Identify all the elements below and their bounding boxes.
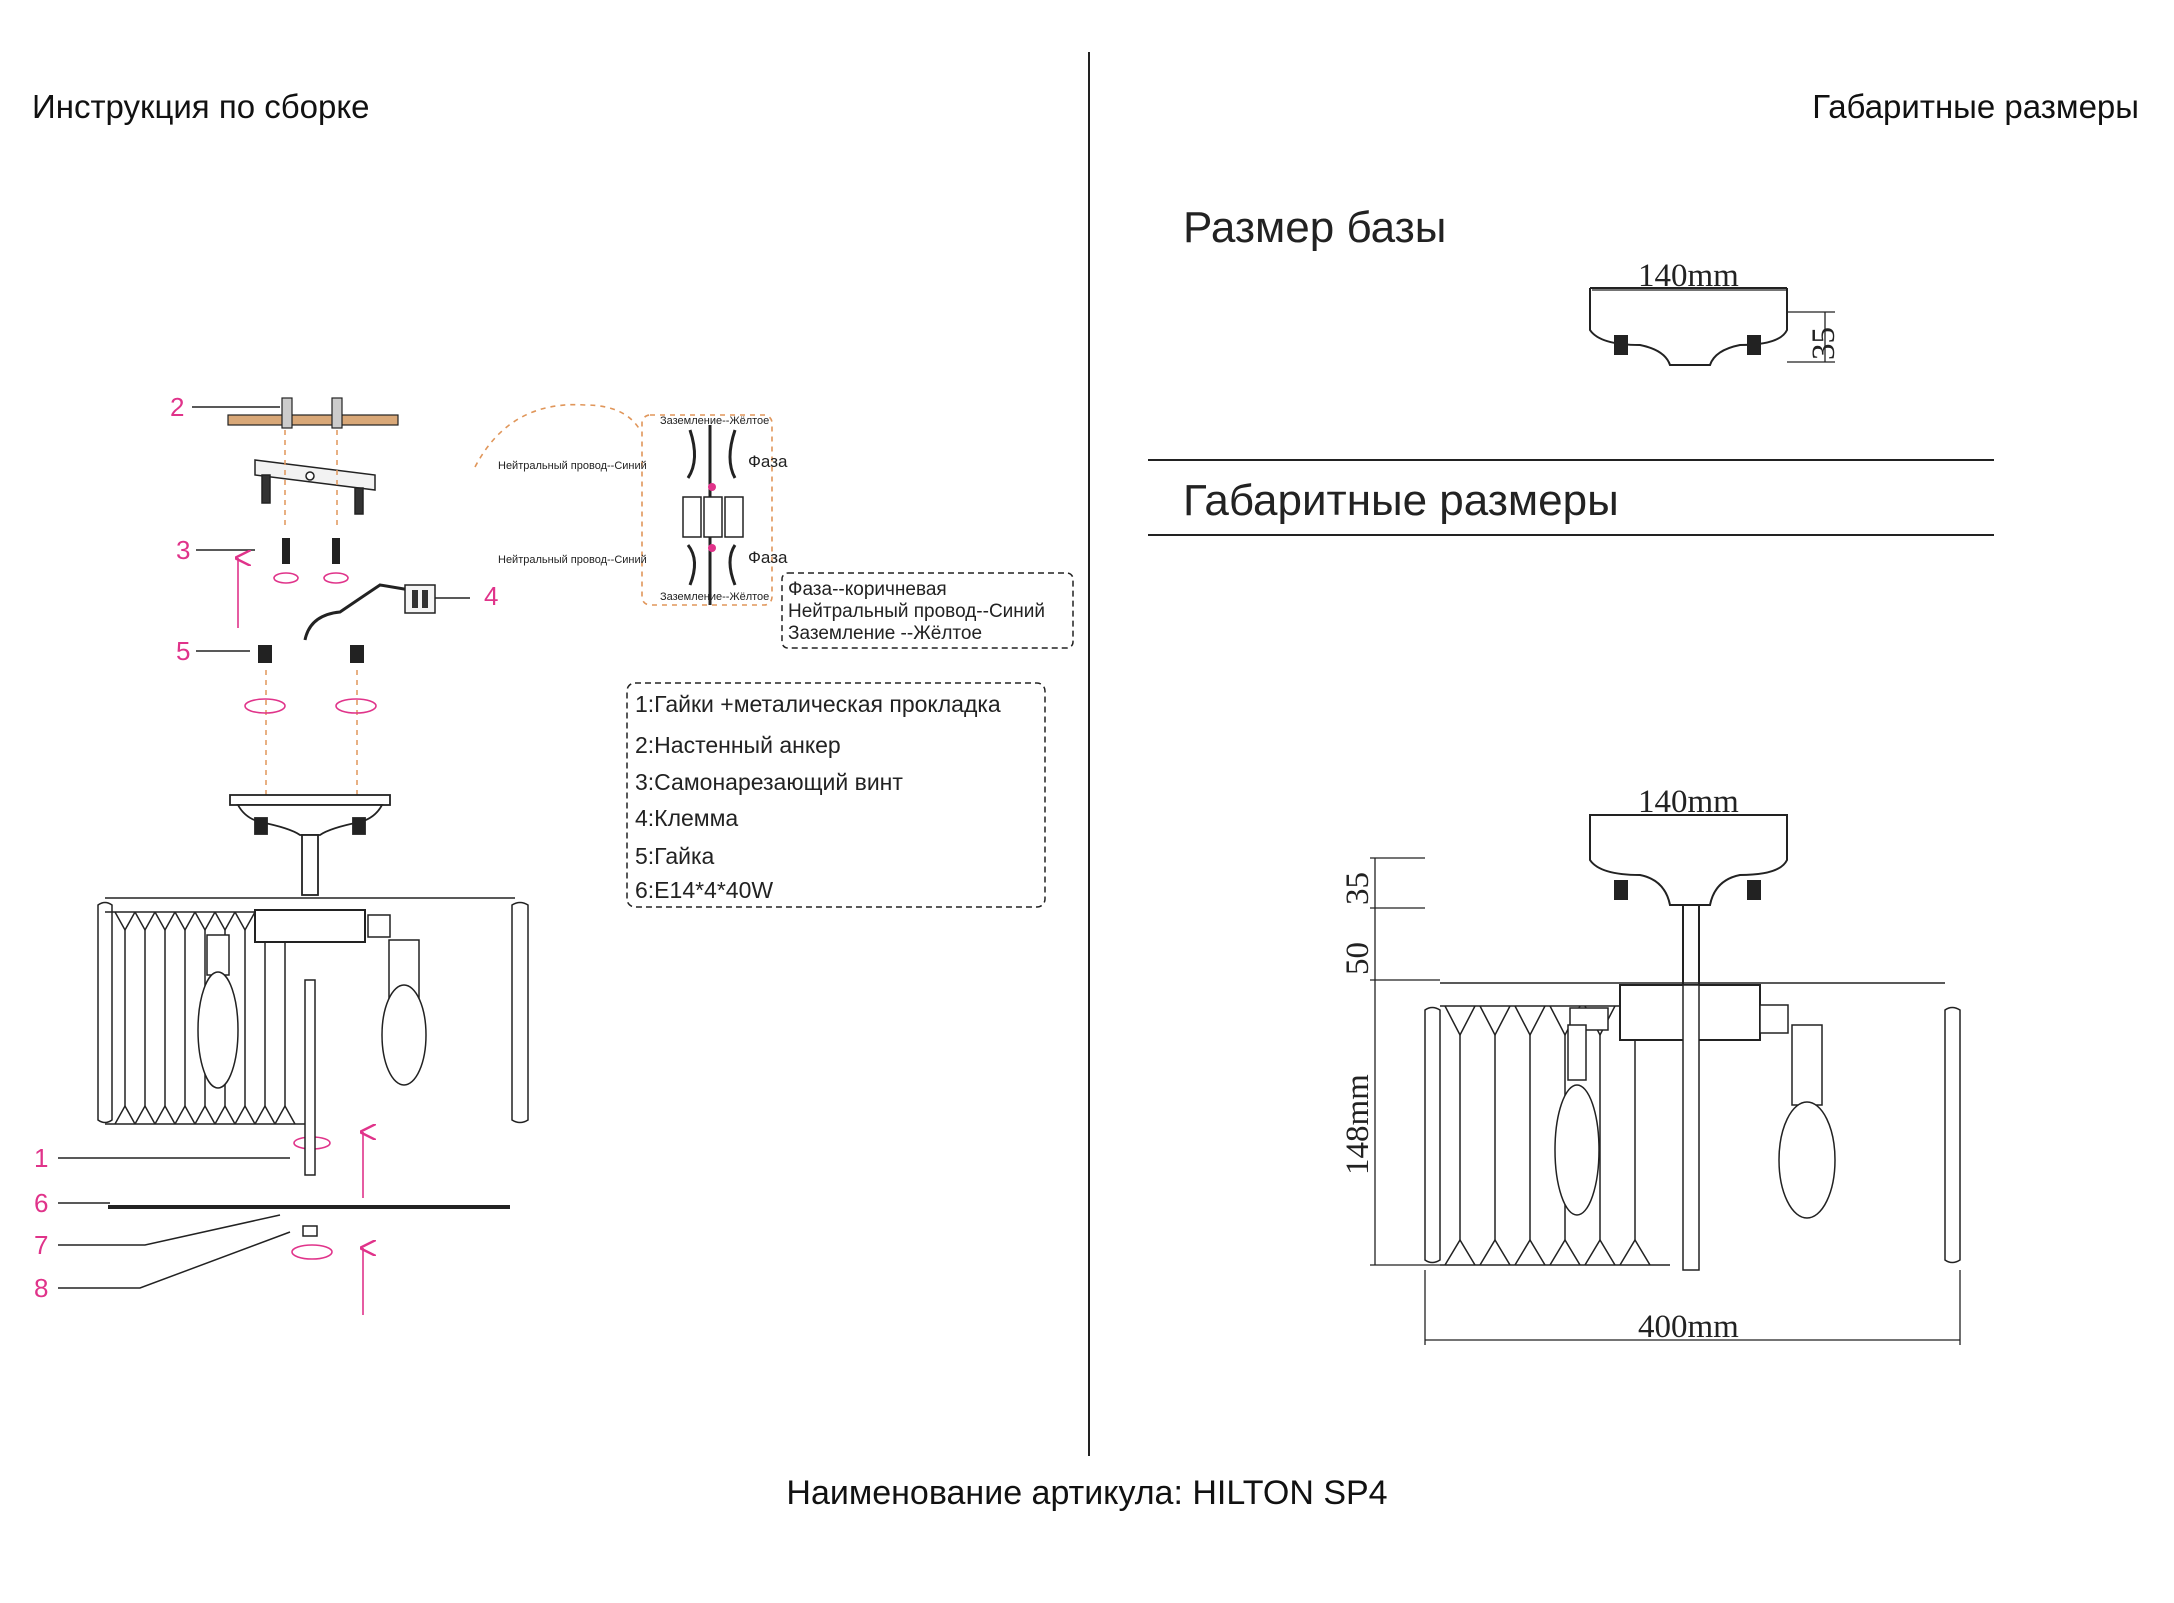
parts-legend: 1:Гайки +металическая прокладка 2:Настен… xyxy=(626,682,1046,908)
dim-148-label: 148mm xyxy=(1340,1074,1376,1175)
nut-7 xyxy=(302,1225,318,1237)
overall-top-width-label: 140mm xyxy=(1638,784,1739,820)
parts-legend-6: 6:E14*4*40W xyxy=(635,877,773,903)
dim-35-label: 35 xyxy=(1340,872,1376,905)
overall-nut-left xyxy=(1614,880,1628,900)
lamp-body xyxy=(97,897,529,1176)
assembly-diagram: 2 3 4 5 1 6 7 8 xyxy=(34,392,1074,1315)
parts-legend-1: 1:Гайки +металическая прокладка xyxy=(635,691,1001,717)
self-tapping-screws xyxy=(282,538,340,564)
stem xyxy=(301,834,319,896)
part-number-3: 3 xyxy=(176,535,190,565)
part-number-4: 4 xyxy=(484,581,498,611)
part-number-5: 5 xyxy=(176,636,190,666)
base-nut-left xyxy=(1614,335,1628,355)
part-number-1: 1 xyxy=(34,1143,48,1173)
base-height-label: 35 xyxy=(1806,327,1842,360)
base-dim-lines xyxy=(1592,289,1835,363)
canopy xyxy=(229,794,391,836)
bulbs xyxy=(197,934,427,1089)
dim-50-label: 50 xyxy=(1340,942,1376,975)
overall-bottom-width-label: 400mm xyxy=(1638,1309,1739,1345)
dimensions-title: Габаритные размеры xyxy=(1812,88,2139,125)
assembly-guides xyxy=(265,430,358,795)
base-width-label: 140mm xyxy=(1638,258,1739,294)
assembly-title: Инструкция по сборке xyxy=(32,88,370,125)
part-number-8: 8 xyxy=(34,1273,48,1303)
parts-legend-2: 2:Настенный анкер xyxy=(635,732,841,758)
overall-nut-right xyxy=(1747,880,1761,900)
vertical-divider xyxy=(1088,52,1090,1456)
wire-legend: Фаза--коричневая Нейтральный провод--Син… xyxy=(781,572,1074,649)
nuts xyxy=(258,645,364,663)
parts-legend-3: 3:Самонарезающий винт xyxy=(635,769,903,795)
overall-lamp-body xyxy=(1424,982,1961,1271)
mounting-bracket xyxy=(254,459,376,515)
label-neutral-bottom: Нейтральный провод--Синий xyxy=(498,554,647,566)
dimensions-diagram: Размер базы 140mm 35 Габаритные размеры xyxy=(1148,203,1994,1345)
wiring-diagram: Заземление--Жёлтое Нейтральный провод--С… xyxy=(474,403,788,606)
base-size-title: Размер базы xyxy=(1183,203,1446,252)
part-number-7: 7 xyxy=(34,1230,48,1260)
wire-legend-neutral: Нейтральный провод--Синий xyxy=(788,601,1045,622)
wire-legend-ground: Заземление --Жёлтое xyxy=(788,623,982,644)
part-number-2: 2 xyxy=(170,392,184,422)
leader-lines xyxy=(58,406,470,1289)
insert-arrows xyxy=(238,558,363,1315)
base-nut-right xyxy=(1747,335,1761,355)
label-phase-top: Фаза xyxy=(748,452,788,471)
ceiling-anchors xyxy=(227,397,399,429)
article-name: Наименование артикула: HILTON SP4 xyxy=(786,1474,1388,1512)
parts-legend-5: 5:Гайка xyxy=(635,843,715,869)
terminal-block xyxy=(303,583,436,641)
wire-legend-phase: Фаза--коричневая xyxy=(788,579,947,600)
part-number-6: 6 xyxy=(34,1188,48,1218)
parts-legend-4: 4:Клемма xyxy=(635,805,738,831)
label-neutral-top: Нейтральный провод--Синий xyxy=(498,460,647,472)
label-phase-bottom: Фаза xyxy=(748,548,788,567)
overall-dim-lines xyxy=(1370,814,1961,1345)
label-ground-top: Заземление--Жёлтое xyxy=(660,415,769,427)
label-ground-bottom: Заземление--Жёлтое xyxy=(660,591,769,603)
overall-dims-title: Габаритные размеры xyxy=(1183,476,1619,525)
